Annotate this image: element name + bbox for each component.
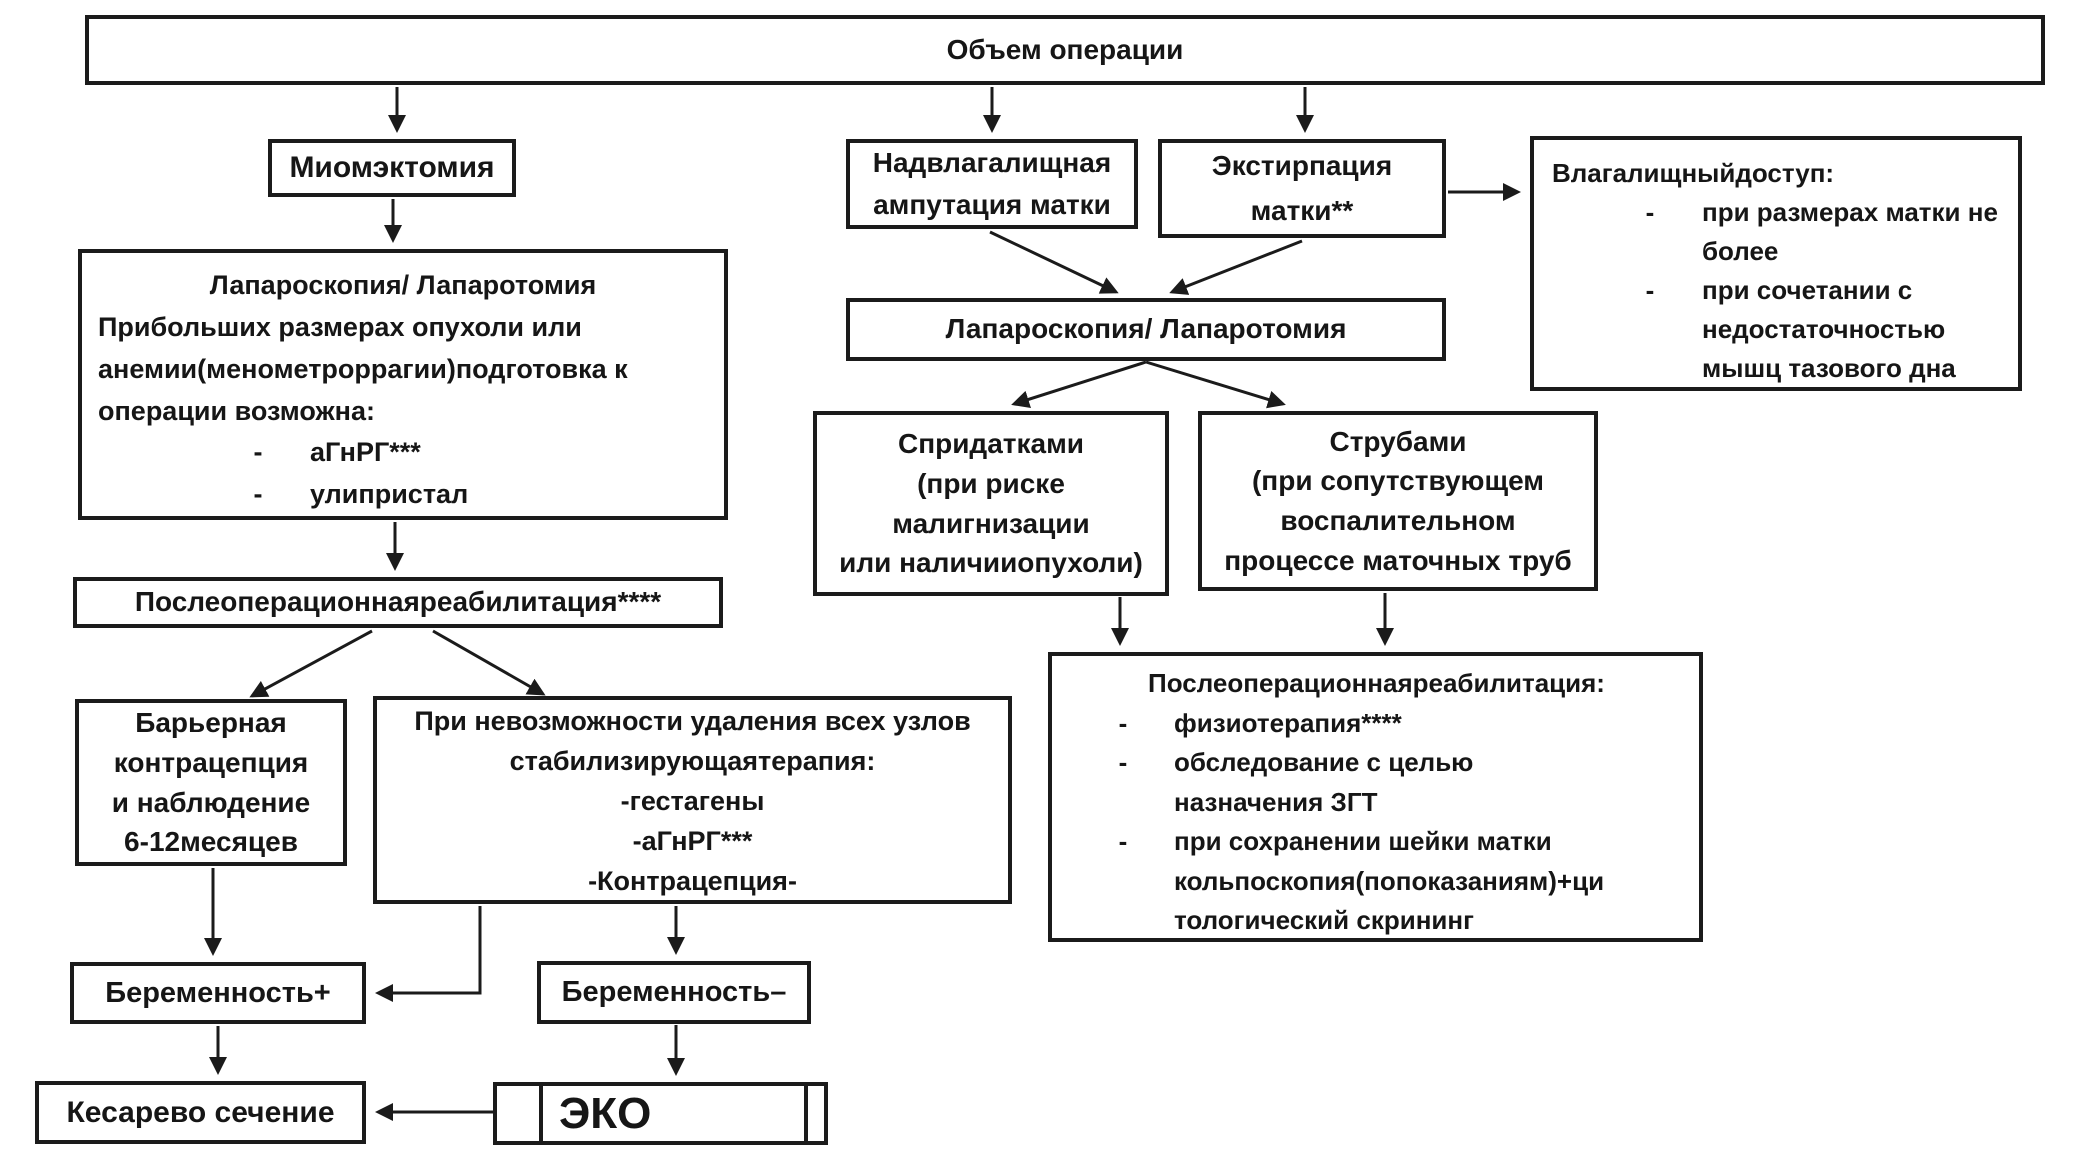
node-laparoscopy-laparotomy-right: Лапароскопия/ Лапаротомия xyxy=(846,298,1446,361)
connector-right-lap-to-adnexa xyxy=(1011,360,1147,409)
text-line: -Контрацепция- xyxy=(588,865,797,896)
bullet-marker: - xyxy=(253,437,263,468)
list-item: - обследование с целью назначения ЗГТ xyxy=(1064,743,1689,822)
node-label: ЭКО xyxy=(559,1088,652,1138)
node-label: Послеоперационнаяреабилитация**** xyxy=(134,586,662,618)
node-label: Миомэктомия xyxy=(289,151,495,185)
predefined-process-bar-right xyxy=(804,1086,808,1141)
list-item: - при сочетании с недостаточностью мышц … xyxy=(1552,271,2008,388)
node-myomectomy: Миомэктомия xyxy=(268,139,516,197)
connector-supravaginal-to-right-lap xyxy=(989,230,1119,294)
text-line: контрацепция xyxy=(113,746,309,778)
text-line: или наличииопухоли) xyxy=(839,547,1143,579)
text-line: При невозможности удаления всех узлов xyxy=(414,706,971,737)
node-label: Кесарево сечение xyxy=(66,1095,335,1129)
node-cesarean-section: Кесарево сечение xyxy=(35,1081,366,1144)
list-item: - аГнРГ*** xyxy=(98,432,708,474)
page-title: Объем операции xyxy=(946,33,1184,65)
node-laparoscopy-laparotomy-left: Лапароскопия/ Лапаротомия Прибольших раз… xyxy=(78,249,728,520)
text-line: -гестагены xyxy=(620,786,765,817)
text-line: анемии(менометроррагии)подготовка к xyxy=(98,353,628,384)
text-line: малигнизации xyxy=(892,507,1090,539)
node-label: Беременность+ xyxy=(105,976,331,1009)
text-line: стабилизирующаятерапия: xyxy=(509,746,876,777)
connector-right-lap-to-tubes xyxy=(1145,360,1286,409)
node-with-tubes: Струбами (при сопутствующем воспалительн… xyxy=(1198,411,1598,591)
node-pregnancy-negative: Беременность– xyxy=(537,961,811,1024)
text-line: ампутация матки xyxy=(873,189,1111,220)
bullet-text: при сочетании с недостаточностью мышц та… xyxy=(1702,275,1956,383)
node-ivf: ЭКО xyxy=(493,1082,828,1145)
node-vaginal-access: Влагалищныйдоступ: - при размерах матки … xyxy=(1530,136,2022,391)
bullet-text: при размерах матки не более xyxy=(1702,197,1998,266)
bullet-marker: - xyxy=(1645,275,1655,305)
connector-rehab-to-barrier xyxy=(249,629,373,698)
node-title: Влагалищныйдоступ: xyxy=(1552,158,1835,188)
text-line: матки** xyxy=(1250,194,1354,226)
node-operation-scope-title: Объем операции xyxy=(85,15,2045,85)
text-line: 6-12месяцев xyxy=(124,826,298,858)
text-line: Струбами xyxy=(1329,425,1467,457)
node-with-adnexa: Спридатками (при риске малигнизации или … xyxy=(813,411,1169,596)
bullet-text: аГнРГ*** xyxy=(310,437,421,468)
list-item: - физиотерапия**** xyxy=(1064,704,1689,744)
node-label: Беременность– xyxy=(561,976,787,1009)
node-title: Послеоперационнаяреабилитация: xyxy=(1148,668,1605,698)
node-hysterectomy: Экстирпация матки** xyxy=(1158,139,1446,238)
node-barrier-contraception: Барьерная контрацепция и наблюдение 6-12… xyxy=(75,699,347,866)
text-line: Экстирпация xyxy=(1211,149,1393,181)
bullet-marker: - xyxy=(1118,826,1128,857)
bullet-text: обследование с целью назначения ЗГТ xyxy=(1174,747,1474,817)
bullet-marker: - xyxy=(1118,747,1128,778)
node-postop-rehabilitation-left: Послеоперационнаяреабилитация**** xyxy=(73,577,723,628)
bullet-text: при сохранении шейки матки кольпоскопия(… xyxy=(1174,826,1605,936)
node-pregnancy-positive: Беременность+ xyxy=(70,962,366,1024)
list-item: - при сохранении шейки матки кольпоскопи… xyxy=(1064,822,1689,941)
text-line: (при риске xyxy=(917,467,1065,499)
bullet-marker: - xyxy=(1118,707,1128,738)
text-line: Барьерная xyxy=(135,707,287,738)
list-item: - при размерах матки не более xyxy=(1552,193,2008,271)
node-stabilizing-therapy: При невозможности удаления всех узлов ст… xyxy=(373,696,1012,904)
text-line: Лапароскопия/ Лапаротомия xyxy=(209,270,597,300)
text-line: Спридатками xyxy=(897,428,1084,459)
bullet-text: физиотерапия**** xyxy=(1174,707,1402,738)
text-line: Прибольших размерах опухоли или xyxy=(98,311,582,342)
connector-extirpation-to-right-lap xyxy=(1169,239,1303,295)
text-line: воспалительном xyxy=(1280,505,1516,536)
node-supravaginal-amputation: Надвлагалищная ампутация матки xyxy=(846,139,1138,229)
text-line: (при сопутствующем xyxy=(1251,465,1544,497)
predefined-process-bar-left xyxy=(539,1086,543,1141)
list-item: - улипристал xyxy=(98,474,708,516)
bullet-marker: - xyxy=(1645,197,1655,227)
connector-rehab-to-impossible xyxy=(432,629,546,696)
text-line: процессе маточных труб xyxy=(1224,544,1572,576)
text-line: -аГнРГ*** xyxy=(632,825,753,856)
text-line: и наблюдение xyxy=(111,786,311,818)
node-label: Лапароскопия/ Лапаротомия xyxy=(945,313,1347,345)
node-postop-rehabilitation-right: Послеоперационнаяреабилитация: - физиоте… xyxy=(1048,652,1703,942)
bullet-marker: - xyxy=(253,479,263,510)
text-line: операции возможна: xyxy=(98,395,375,426)
text-line: Надвлагалищная xyxy=(872,147,1112,178)
connector-impossible-to-pregnancy-plus xyxy=(375,906,482,1002)
bullet-text: улипристал xyxy=(310,479,469,510)
